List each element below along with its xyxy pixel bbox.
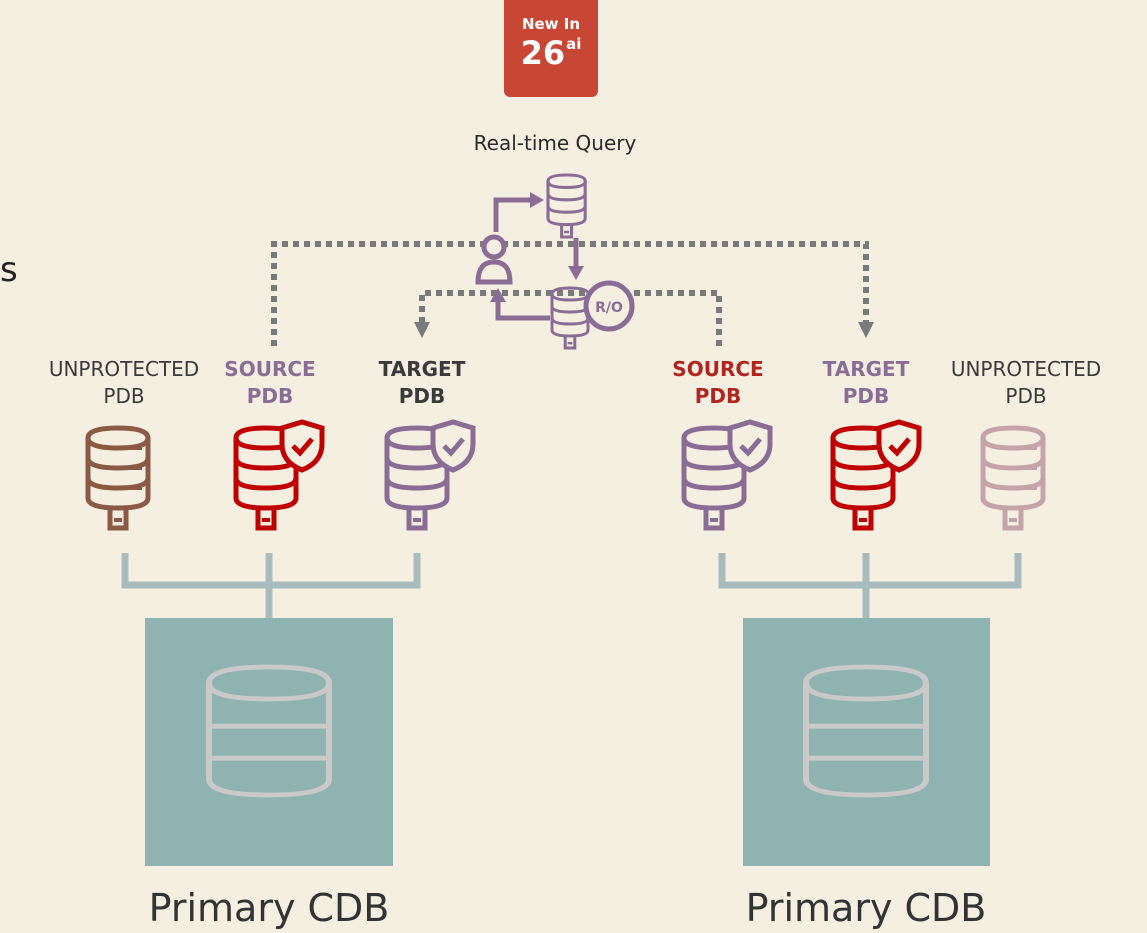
left-cdb-icon xyxy=(206,664,332,798)
left-cdb-box xyxy=(145,618,393,866)
left-connector xyxy=(121,553,421,618)
new-in-26ai-badge: New In 26ai xyxy=(504,0,598,97)
realtime-query-icon xyxy=(475,173,635,350)
right-target-label: TARGET PDB xyxy=(822,357,910,408)
left-source-pdb-icon xyxy=(236,422,322,528)
left-unprotected-pdb-icon xyxy=(88,428,148,528)
left-cdb-label: Primary CDB xyxy=(148,886,390,930)
right-source-label: SOURCE PDB xyxy=(672,357,764,408)
read-only-tag: R/O xyxy=(595,300,623,316)
right-cdb-icon xyxy=(803,664,929,798)
right-connector xyxy=(718,553,1022,618)
left-target-label: TARGET PDB xyxy=(378,357,466,408)
left-target-pdb-icon xyxy=(387,422,473,528)
right-unprotected-pdb-icon xyxy=(983,428,1043,528)
right-cdb-box xyxy=(743,618,990,866)
dotted-link-inner xyxy=(414,290,722,346)
badge-line1: New In xyxy=(521,15,581,33)
right-unprotected-label: UNPROTECTED PDB xyxy=(950,357,1102,408)
realtime-query-label: Real-time Query xyxy=(473,131,637,155)
right-target-pdb-icon xyxy=(833,422,919,528)
left-unprotected-label: UNPROTECTED PDB xyxy=(48,357,200,408)
left-source-label: SOURCE PDB xyxy=(224,357,316,408)
cut-off-text: s xyxy=(0,250,18,290)
right-source-pdb-icon xyxy=(684,422,770,528)
right-cdb-label: Primary CDB xyxy=(745,886,987,930)
badge-version: 26ai xyxy=(520,34,582,72)
dotted-link-outer xyxy=(271,241,874,346)
